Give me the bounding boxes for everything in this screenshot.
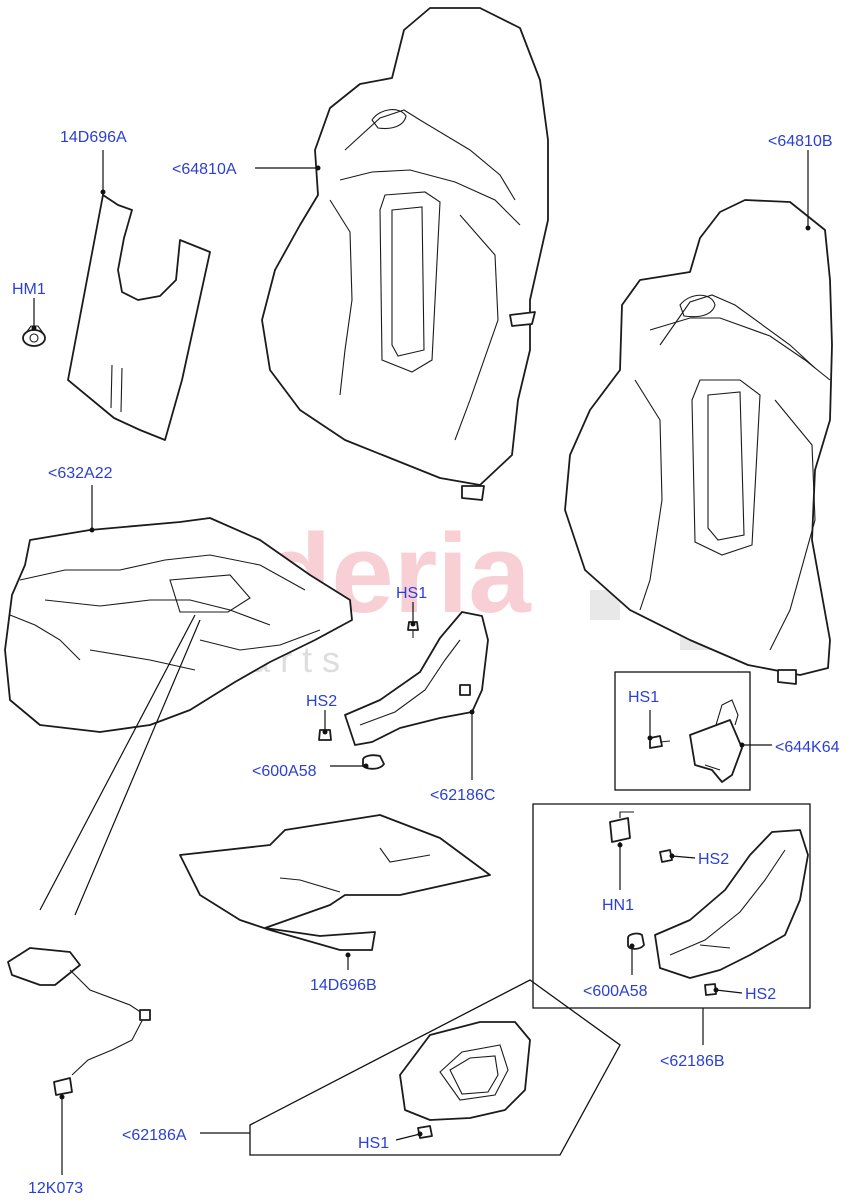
label-HS2-b[interactable]: HS2 — [698, 851, 729, 868]
group-box-644K64 — [614, 671, 751, 791]
label-HS1-c[interactable]: HS1 — [358, 1135, 389, 1152]
bolt-HS2-c[interactable] — [704, 983, 717, 996]
label-HN1[interactable]: HN1 — [602, 897, 634, 914]
part-632A22-seat-cushion[interactable] — [4, 517, 353, 733]
part-labels: 14D696A <64810A <64810B HM1 <632A22 HS1 … — [12, 129, 840, 1197]
label-64810A[interactable]: <64810A — [172, 161, 237, 178]
bolt-HS1-b[interactable] — [649, 735, 671, 749]
part-64810B-seat-back[interactable] — [564, 199, 833, 685]
part-62186C-side-trim[interactable] — [344, 611, 489, 770]
label-HS1-a[interactable]: HS1 — [396, 585, 427, 602]
bolt-HS2-b[interactable] — [659, 849, 673, 863]
label-12K073[interactable]: 12K073 — [28, 1180, 83, 1197]
label-HM1[interactable]: HM1 — [12, 281, 46, 298]
label-HS2-c[interactable]: HS2 — [745, 986, 776, 1003]
part-HN1-nut[interactable] — [609, 811, 634, 843]
part-14D696A-pad[interactable] — [67, 194, 211, 441]
group-box-62186A — [249, 979, 621, 1156]
label-600A58-b[interactable]: <600A58 — [583, 983, 648, 1000]
label-64810B[interactable]: <64810B — [768, 133, 833, 150]
label-HS2-a[interactable]: HS2 — [306, 693, 337, 710]
label-62186C[interactable]: <62186C — [430, 787, 495, 804]
bolt-HS2-a[interactable] — [318, 729, 332, 741]
label-62186A[interactable]: <62186A — [122, 1127, 187, 1144]
label-14D696A[interactable]: 14D696A — [60, 129, 127, 146]
part-64810A-seat-back[interactable] — [261, 7, 549, 501]
label-14D696B[interactable]: 14D696B — [310, 977, 377, 994]
part-12K073-harness[interactable] — [7, 947, 151, 1096]
label-HS1-b[interactable]: HS1 — [628, 689, 659, 706]
part-62186A-pad[interactable] — [399, 1021, 531, 1121]
part-644K64-bracket[interactable] — [689, 699, 743, 783]
label-632A22[interactable]: <632A22 — [48, 465, 113, 482]
label-62186B[interactable]: <62186B — [660, 1053, 725, 1070]
label-600A58-a[interactable]: <600A58 — [252, 763, 317, 780]
group-box-62186B — [532, 803, 811, 1009]
leader-lines — [31, 150, 811, 1175]
label-644K64[interactable]: <644K64 — [775, 739, 840, 756]
part-14D696B-pad[interactable] — [179, 814, 491, 951]
